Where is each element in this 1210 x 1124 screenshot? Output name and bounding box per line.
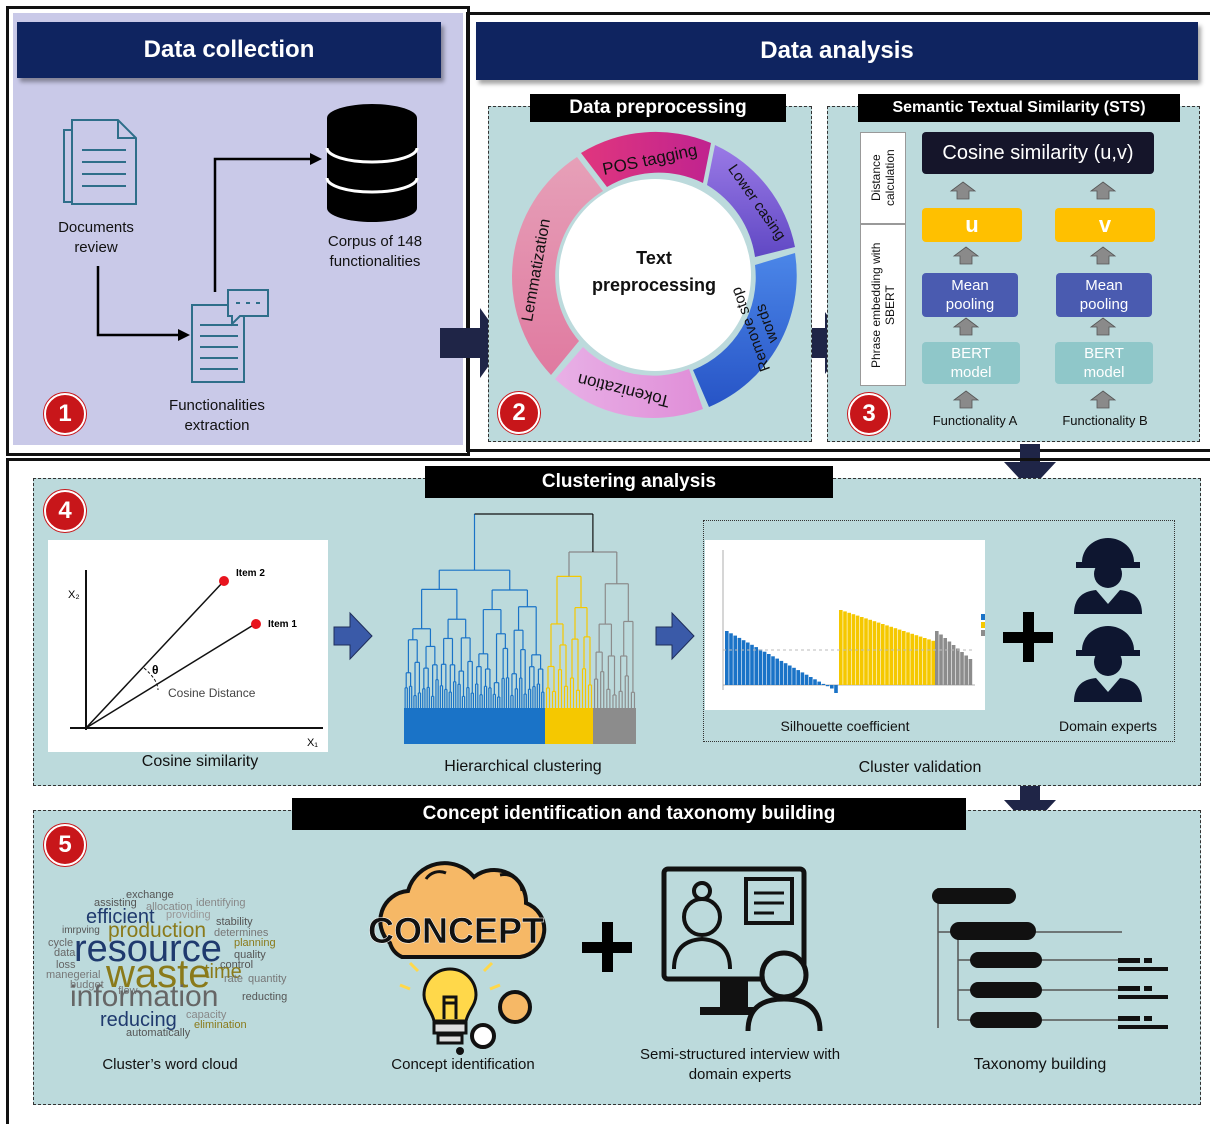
u-box: u — [922, 208, 1022, 242]
taxonomy-label: Taxonomy building — [973, 1056, 1107, 1073]
word-cloud-term: information — [70, 980, 219, 1013]
word-cloud-term: control — [220, 959, 254, 971]
silhouette-chart — [722, 550, 985, 693]
word-cloud-term: flow — [118, 985, 138, 997]
interview-icon — [661, 866, 823, 1032]
segment-pos-tagging — [581, 131, 711, 187]
preprocessing-cycle: POS tagging Lower casing Remove stopword… — [512, 131, 797, 418]
svg-text:CONCEPT: CONCEPT — [368, 910, 544, 951]
documents-icon — [63, 119, 137, 205]
database-icon — [325, 104, 419, 222]
plus-sign-2 — [582, 922, 632, 972]
word-cloud-term: quality — [234, 949, 266, 961]
bert-model-b: BERT model — [1055, 342, 1153, 384]
svg-text:θ: θ — [152, 663, 159, 677]
word-cloud-term: manegerial — [46, 969, 101, 981]
svg-text:X₂: X₂ — [68, 589, 80, 601]
mean-pooling-a: Mean pooling — [922, 273, 1018, 317]
data-analysis-frame — [466, 12, 1210, 452]
dendrogram — [404, 513, 636, 744]
word-cloud-term: elimination — [194, 1019, 247, 1031]
svg-text:X₁: X₁ — [307, 737, 318, 749]
word-cloud-term: loss — [56, 959, 76, 971]
svg-text:Item 2: Item 2 — [236, 568, 265, 579]
word-cloud-term: imrpving — [62, 925, 100, 936]
taxonomy-icon — [932, 888, 1168, 1029]
corpus-label: Corpus of 148 functionalities — [327, 233, 423, 270]
word-cloud-term: production — [108, 919, 207, 942]
clustering-title: Clustering analysis — [425, 466, 833, 498]
functionality-b-label: Functionality B — [1062, 413, 1148, 428]
segment-lemmatization — [512, 157, 603, 375]
step-number-2: 2 — [498, 392, 540, 434]
word-cloud-term: determines — [214, 927, 269, 939]
word-cloud-term: providing — [166, 909, 211, 921]
worker-icon — [1074, 538, 1142, 614]
arrow-4-to-5 — [1004, 776, 1056, 828]
segment-remove-stop-words — [693, 253, 797, 407]
cosine-plot: X₂ X₁ Item 2 Item 1 θ Cosine Distance — [68, 568, 323, 749]
functionality-a-label: Functionality A — [932, 413, 1018, 428]
word-cloud-term: reducing — [100, 1009, 177, 1031]
word-cloud-term: assisting — [94, 897, 137, 909]
word-cloud-term: time — [204, 961, 242, 983]
interview-label: Semi-structured interview with domain ex… — [639, 1046, 841, 1083]
word-cloud-term: efficient — [86, 906, 155, 928]
word-cloud-term: rate — [224, 973, 243, 985]
arrow-3-to-4 — [1004, 444, 1056, 490]
preprocessing-title: Data preprocessing — [530, 94, 786, 122]
data-collection-graphics — [63, 104, 419, 383]
word-cloud-term: planning — [234, 937, 276, 949]
word-cloud-term: cycle — [48, 937, 74, 949]
word-cloud-term: automatically — [126, 1027, 191, 1039]
word-cloud-term: quantity — [248, 973, 287, 985]
silhouette-label: Silhouette coefficient — [780, 718, 910, 734]
word-cloud-label: Cluster’s word cloud — [102, 1056, 238, 1073]
segment-tokenization — [555, 347, 703, 418]
word-cloud-term: stability — [216, 916, 253, 928]
data-analysis-title: Data analysis — [476, 22, 1198, 80]
cluster-validation-label: Cluster validation — [858, 759, 982, 776]
cosine-box: Cosine similarity (u,v) — [922, 132, 1154, 174]
extraction-icon — [191, 289, 269, 383]
word-cloud-term: exchange — [126, 889, 174, 901]
step-number-5: 5 — [44, 824, 86, 866]
bert-model-a: BERT model — [922, 342, 1020, 384]
word-cloud-term: identifying — [196, 897, 246, 909]
plus-sign-1 — [1003, 612, 1053, 662]
word-cloud-term: budget — [70, 979, 104, 991]
word-cloud-term: resource — [74, 928, 222, 970]
domain-experts-icons — [1074, 538, 1142, 702]
worker-icon — [1074, 626, 1142, 702]
svg-text:Cosine Distance: Cosine Distance — [168, 686, 256, 700]
cosine-similarity-label: Cosine similarity — [141, 753, 259, 770]
domain-experts-label: Domain experts — [1058, 718, 1158, 734]
extraction-label: Functionalities extraction — [169, 397, 265, 434]
word-cloud-term: allocation — [146, 901, 193, 913]
validation-box — [703, 520, 1175, 742]
word-cloud-term: data — [54, 947, 76, 959]
documents-review-label: Documents review — [58, 219, 134, 256]
sts-title: Semantic Textual Similarity (STS) — [858, 94, 1180, 122]
word-cloud-term: waste — [106, 952, 211, 996]
concept-title: Concept identification and taxonomy buil… — [292, 798, 966, 830]
word-cloud-term: reducting — [242, 991, 288, 1003]
step-number-1: 1 — [44, 393, 86, 435]
sts-up-arrows — [949, 181, 1117, 409]
bottom-frame — [6, 458, 1210, 1124]
concept-identification-label: Concept identification — [391, 1056, 535, 1073]
concept-icon: CONCEPT — [368, 861, 547, 1055]
data-collection-title: Data collection — [17, 22, 441, 78]
step-number-3: 3 — [848, 393, 890, 435]
text-preprocessing-center: Text preprocessing — [591, 248, 717, 295]
word-cloud-term: capacity — [186, 1009, 227, 1021]
cosine-plot-card — [48, 540, 328, 752]
v-box: v — [1055, 208, 1155, 242]
segment-lower-casing — [707, 145, 795, 257]
mean-pooling-b: Mean pooling — [1056, 273, 1152, 317]
svg-text:Item 1: Item 1 — [268, 619, 297, 630]
hierarchical-label: Hierarchical clustering — [444, 758, 602, 775]
step-number-4: 4 — [44, 490, 86, 532]
